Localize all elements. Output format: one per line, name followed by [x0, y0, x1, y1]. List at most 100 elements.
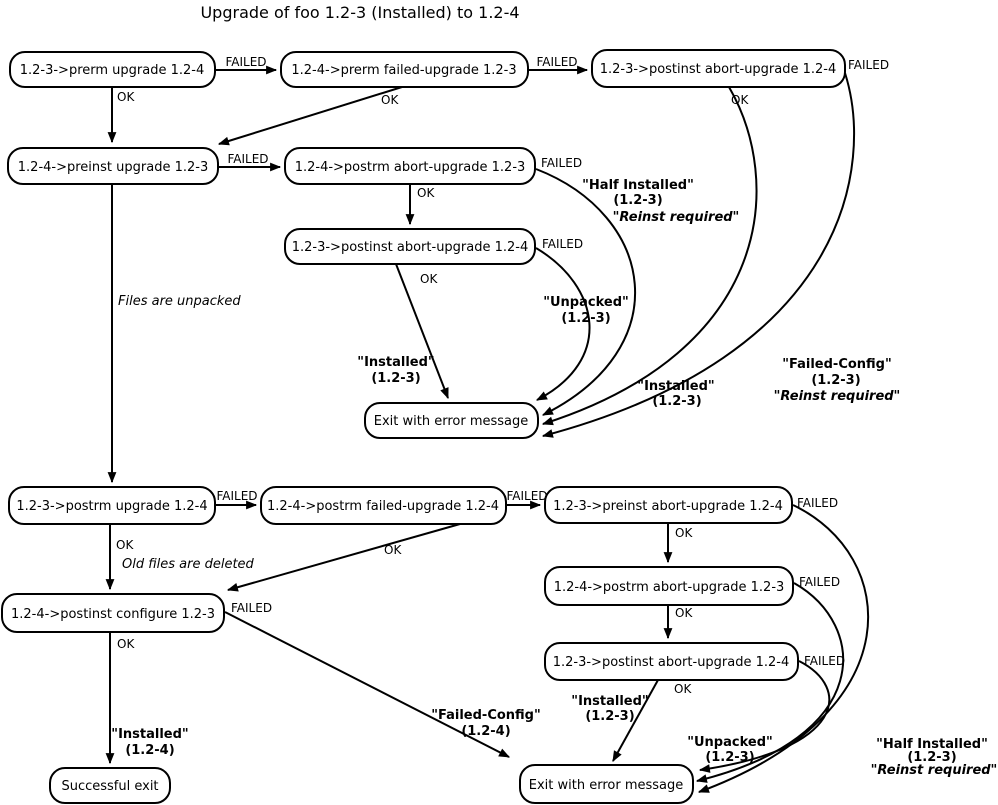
- edge-postinstabortmid-failed: [535, 247, 591, 401]
- node-prerm-upgrade: 1.2-3->prerm upgrade 1.2-4: [9, 51, 216, 88]
- node-exit-error-bottom: Exit with error message: [519, 764, 694, 804]
- svg-text:(1.2-3): (1.2-3): [585, 709, 634, 724]
- node-postrm-abort-upgrade-top: 1.2-4->postrm abort-upgrade 1.2-3: [284, 147, 536, 185]
- svg-text:(1.2-3): (1.2-3): [652, 394, 701, 409]
- svg-text:"Installed": "Installed": [111, 727, 188, 742]
- svg-text:1.2-3->postinst abort-upgrade: 1.2-3->postinst abort-upgrade 1.2-4: [553, 655, 790, 670]
- edge-label-failed: FAILED: [541, 156, 582, 170]
- edge-preinstabort-failed: [697, 504, 870, 793]
- svg-text:"Half Installed": "Half Installed": [582, 178, 694, 193]
- edge-label-ok: OK: [731, 93, 749, 107]
- svg-text:(1.2-3): (1.2-3): [561, 311, 610, 326]
- state-failed-config-top: "Failed-Config" (1.2-3) "Reinst required…: [774, 357, 901, 404]
- svg-text:(1.2-3): (1.2-3): [705, 750, 754, 765]
- edge-label-failed: FAILED: [225, 55, 266, 69]
- edge-label-failed: FAILED: [536, 55, 577, 69]
- edge-label-ok: OK: [384, 543, 402, 557]
- svg-text:(1.2-3): (1.2-3): [613, 193, 662, 208]
- edge-label-failed: FAILED: [799, 575, 840, 589]
- svg-text:1.2-4->postrm abort-upgrade 1.: 1.2-4->postrm abort-upgrade 1.2-3: [295, 160, 526, 175]
- state-unpacked-bottom: "Unpacked" (1.2-3): [687, 735, 773, 765]
- svg-text:(1.2-3): (1.2-3): [811, 373, 860, 388]
- svg-text:1.2-3->postrm upgrade 1.2-4: 1.2-3->postrm upgrade 1.2-4: [16, 499, 207, 514]
- edge-postinstabortbottom-failed: [698, 660, 831, 773]
- edge-label-failed: FAILED: [797, 496, 838, 510]
- state-installed-bottom: "Installed" (1.2-3): [571, 694, 648, 724]
- node-preinst-abort-upgrade: 1.2-3->preinst abort-upgrade 1.2-4: [544, 486, 793, 524]
- edge-label-failed: FAILED: [804, 654, 845, 668]
- edge-postrmfailed-ok: [226, 523, 461, 592]
- edge-label-ok: OK: [420, 272, 438, 286]
- svg-text:"Reinst required": "Reinst required": [774, 389, 901, 404]
- node-postrm-failed-upgrade: 1.2-4->postrm failed-upgrade 1.2-4: [260, 486, 507, 525]
- node-postinst-abort-upgrade-top: 1.2-3->postinst abort-upgrade 1.2-4: [591, 49, 846, 88]
- node-success-exit: Successful exit: [49, 767, 171, 804]
- edge-label-ok: OK: [417, 186, 435, 200]
- svg-text:1.2-4->postrm abort-upgrade 1.: 1.2-4->postrm abort-upgrade 1.2-3: [554, 580, 785, 595]
- edge-postinstabortmid-ok: [395, 263, 449, 400]
- svg-text:1.2-4->postinst configure 1.2-: 1.2-4->postinst configure 1.2-3: [11, 607, 215, 622]
- edge-label-failed: FAILED: [848, 58, 889, 72]
- node-prerm-failed-upgrade: 1.2-4->prerm failed-upgrade 1.2-3: [280, 51, 529, 88]
- edge-label-ok: OK: [381, 93, 399, 107]
- edge-label-ok: OK: [674, 682, 692, 696]
- state-half-installed-top: "Half Installed" (1.2-3) "Reinst require…: [582, 178, 739, 225]
- node-postrm-abort-upgrade-bottom: 1.2-4->postrm abort-upgrade 1.2-3: [544, 566, 794, 606]
- node-exit-error-top: Exit with error message: [364, 402, 539, 439]
- node-postrm-upgrade: 1.2-3->postrm upgrade 1.2-4: [8, 486, 216, 525]
- svg-text:"Installed": "Installed": [637, 379, 714, 394]
- edge-label-ok: OK: [117, 637, 135, 651]
- node-postinst-configure: 1.2-4->postinst configure 1.2-3: [1, 593, 225, 633]
- svg-text:Exit with error message: Exit with error message: [529, 778, 684, 793]
- edge-label-failed: FAILED: [231, 601, 272, 615]
- edge-postrmaborttop-failed: [535, 168, 637, 416]
- svg-text:1.2-3->prerm upgrade 1.2-4: 1.2-3->prerm upgrade 1.2-4: [20, 63, 205, 78]
- edge-label-ok: OK: [117, 90, 135, 104]
- edge-postrmabortbottom-failed: [695, 582, 845, 783]
- svg-text:"Installed": "Installed": [357, 355, 434, 370]
- node-preinst-upgrade: 1.2-4->preinst upgrade 1.2-3: [7, 147, 219, 185]
- state-installed-left: "Installed" (1.2-3): [357, 355, 434, 386]
- edge-postinstabortbottom-ok: [612, 679, 659, 762]
- edge-postinstaborttop-ok: [541, 86, 758, 426]
- node-postinst-abort-upgrade-bottom: 1.2-3->postinst abort-upgrade 1.2-4: [544, 642, 799, 681]
- edge-label-failed: FAILED: [216, 489, 257, 503]
- svg-text:1.2-4->prerm failed-upgrade 1.: 1.2-4->prerm failed-upgrade 1.2-3: [291, 63, 516, 78]
- svg-text:Exit with error message: Exit with error message: [374, 414, 529, 429]
- svg-text:"Unpacked": "Unpacked": [543, 295, 629, 310]
- svg-text:(1.2-3): (1.2-3): [907, 750, 956, 765]
- svg-text:1.2-3->postinst abort-upgrade: 1.2-3->postinst abort-upgrade 1.2-4: [600, 62, 837, 77]
- state-installed-right: "Installed" (1.2-3): [637, 379, 714, 409]
- note-files-unpacked: Files are unpacked: [118, 294, 241, 309]
- svg-text:"Half Installed": "Half Installed": [876, 737, 988, 752]
- svg-text:"Failed-Config": "Failed-Config": [431, 708, 541, 723]
- edge-label-failed: FAILED: [227, 152, 268, 166]
- node-postinst-abort-upgrade-mid: 1.2-3->postinst abort-upgrade 1.2-4: [284, 228, 536, 265]
- svg-text:"Unpacked": "Unpacked": [687, 735, 773, 750]
- svg-text:1.2-3->postinst abort-upgrade: 1.2-3->postinst abort-upgrade 1.2-4: [292, 240, 529, 255]
- svg-text:"Installed": "Installed": [571, 694, 648, 709]
- svg-text:1.2-4->preinst upgrade 1.2-3: 1.2-4->preinst upgrade 1.2-3: [18, 160, 208, 175]
- edge-label-ok: OK: [675, 526, 693, 540]
- svg-text:(1.2-3): (1.2-3): [371, 371, 420, 386]
- diagram-title: Upgrade of foo 1.2-3 (Installed) to 1.2-…: [200, 3, 519, 22]
- svg-text:(1.2-4): (1.2-4): [461, 724, 510, 739]
- svg-text:(1.2-4): (1.2-4): [125, 743, 174, 758]
- note-old-files-deleted: Old files are deleted: [122, 557, 255, 572]
- edge-label-failed: FAILED: [542, 237, 583, 251]
- state-installed-success: "Installed" (1.2-4): [111, 727, 188, 758]
- edge-label-ok: OK: [675, 606, 693, 620]
- svg-text:1.2-4->postrm failed-upgrade 1: 1.2-4->postrm failed-upgrade 1.2-4: [267, 499, 499, 514]
- edge-label-ok: OK: [116, 538, 134, 552]
- state-half-installed-bottom: "Half Installed" (1.2-3) "Reinst require…: [871, 737, 998, 778]
- svg-text:"Reinst required": "Reinst required": [613, 210, 740, 225]
- svg-text:"Failed-Config": "Failed-Config": [782, 357, 892, 372]
- state-failed-config-bottom: "Failed-Config" (1.2-4): [431, 708, 541, 739]
- edge-postinstaborttop-failed: [541, 72, 856, 438]
- edge-postinstconfigure-failed: [224, 611, 510, 758]
- svg-text:Successful exit: Successful exit: [61, 779, 158, 794]
- edge-prermfailed-ok: [217, 86, 403, 146]
- svg-text:1.2-3->preinst abort-upgrade 1: 1.2-3->preinst abort-upgrade 1.2-4: [553, 499, 783, 514]
